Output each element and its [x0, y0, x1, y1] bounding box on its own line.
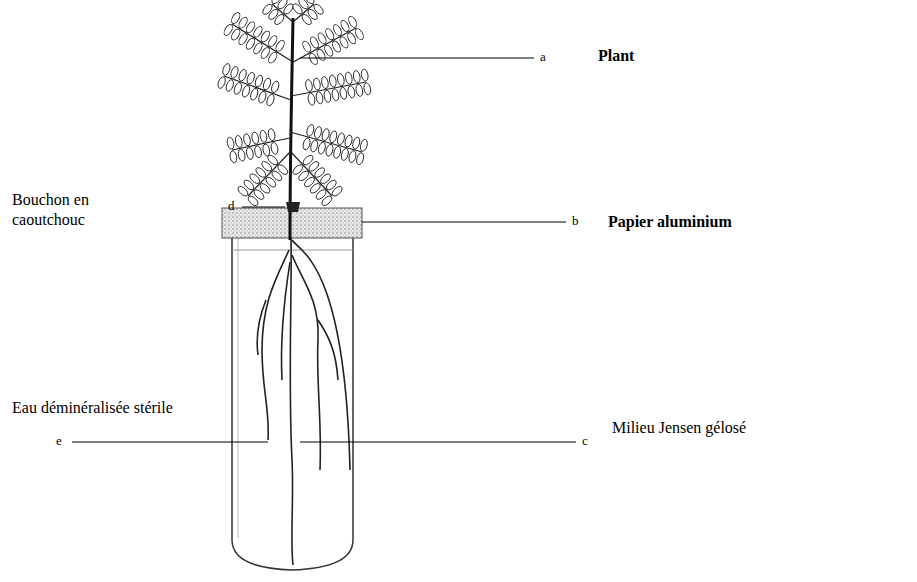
callout-letter: e — [56, 433, 62, 449]
part-name: Plant — [598, 46, 634, 66]
callout-letter: b — [572, 213, 579, 229]
part-name: Eau déminéralisée stérile — [12, 398, 182, 418]
aluminium-foil — [222, 208, 362, 238]
callout-letter: c — [582, 433, 588, 449]
part-name: Papier aluminium — [608, 212, 732, 232]
rubber-stopper — [286, 202, 300, 212]
tube-shine — [238, 238, 239, 538]
part-name: Bouchon en caoutchouc — [12, 190, 162, 230]
roots — [257, 238, 350, 565]
test-tube — [232, 238, 353, 570]
callout-letter: d — [228, 198, 235, 214]
leader-lines — [72, 58, 576, 442]
callout-letter: a — [540, 49, 546, 65]
compound-leaves — [217, 0, 372, 207]
part-name: Milieu Jensen gélosé — [612, 418, 752, 438]
water-level — [232, 250, 353, 251]
